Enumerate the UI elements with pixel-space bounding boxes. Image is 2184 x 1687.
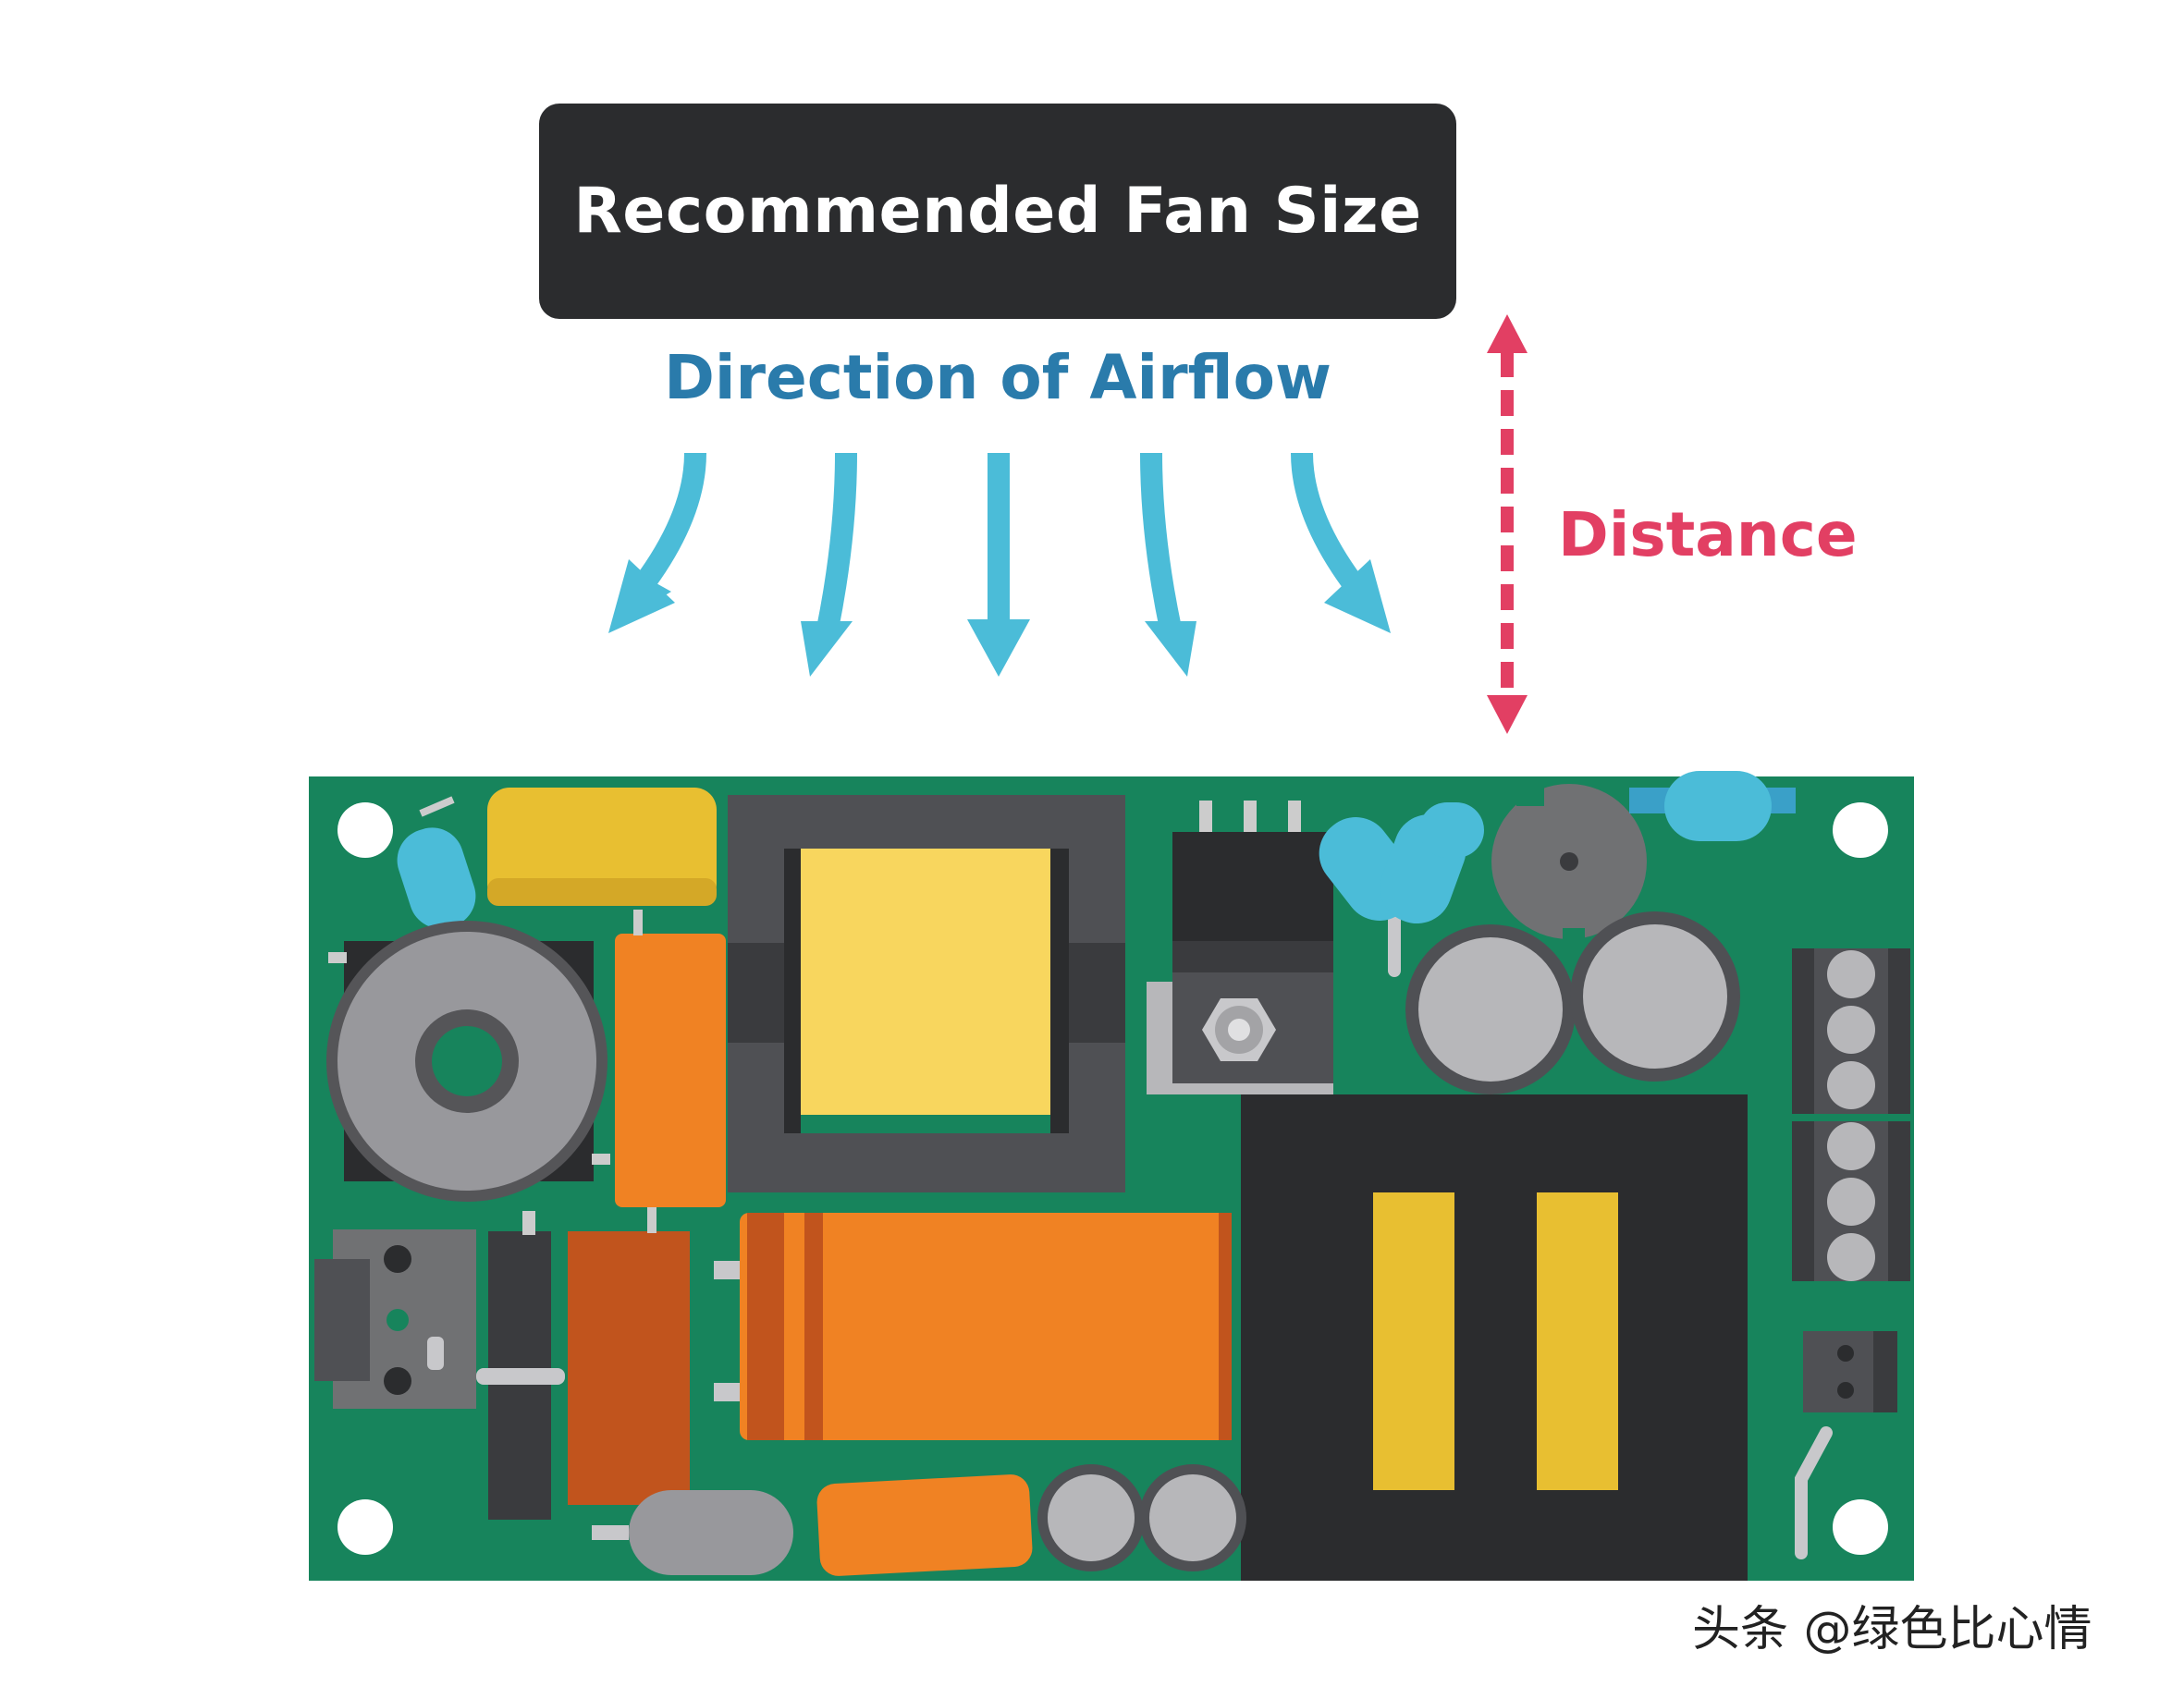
blue-capacitor-left: [397, 796, 476, 929]
toroid-inductor: [326, 921, 610, 1202]
blue-capacitor-right: [1629, 771, 1796, 841]
mounting-hole-top-right: [1833, 802, 1888, 858]
mounting-hole-bottom-right: [1833, 1499, 1888, 1555]
airflow-label: Direction of Airflow: [664, 342, 1331, 413]
airflow-arrow-3: [967, 453, 1030, 677]
orange-capacitor-horizontal: [816, 1474, 1033, 1576]
film-capacitor-brown: [568, 1207, 690, 1505]
airflow-arrow-1: [608, 452, 706, 633]
airflow-arrow-5: [1291, 452, 1391, 633]
yellow-capacitor: [487, 788, 717, 906]
fan-box-label: Recommended Fan Size: [573, 175, 1422, 248]
small-connector: [1795, 1331, 1897, 1559]
airflow-arrows: [608, 452, 1391, 677]
distance-arrow: [1487, 314, 1528, 734]
airflow-arrow-2: [801, 452, 857, 677]
distance-label: Distance: [1558, 499, 1858, 570]
mounting-hole-top-left: [337, 802, 393, 858]
transformer: [728, 795, 1125, 1192]
bridge-rectifier: [314, 1229, 476, 1409]
grey-resistor: [592, 1490, 793, 1575]
pcb-board: [309, 771, 1914, 1581]
common-mode-choke: [1241, 1094, 1748, 1581]
electrolytic-capacitors: [1405, 911, 1740, 1094]
small-electrolytic-capacitors: [1037, 1464, 1246, 1571]
mounting-hole-bottom-left: [337, 1499, 393, 1555]
airflow-arrow-4: [1140, 452, 1196, 677]
terminal-block: [1792, 948, 1910, 1281]
watermark: 头条 @绿色比心情: [1692, 1602, 2092, 1657]
voltage-regulator: [1147, 801, 1333, 1094]
bulk-capacitor: [714, 1213, 1232, 1440]
distance-arrow-up: [1487, 314, 1528, 353]
distance-arrow-down: [1487, 695, 1528, 734]
orange-capacitor-vertical: [615, 910, 726, 1229]
fuse-holder: [476, 1211, 565, 1520]
blue-capacitor-group: [1319, 802, 1484, 977]
buzzer: [1491, 784, 1647, 943]
recommended-fan-size-box: Recommended Fan Size: [539, 104, 1456, 319]
